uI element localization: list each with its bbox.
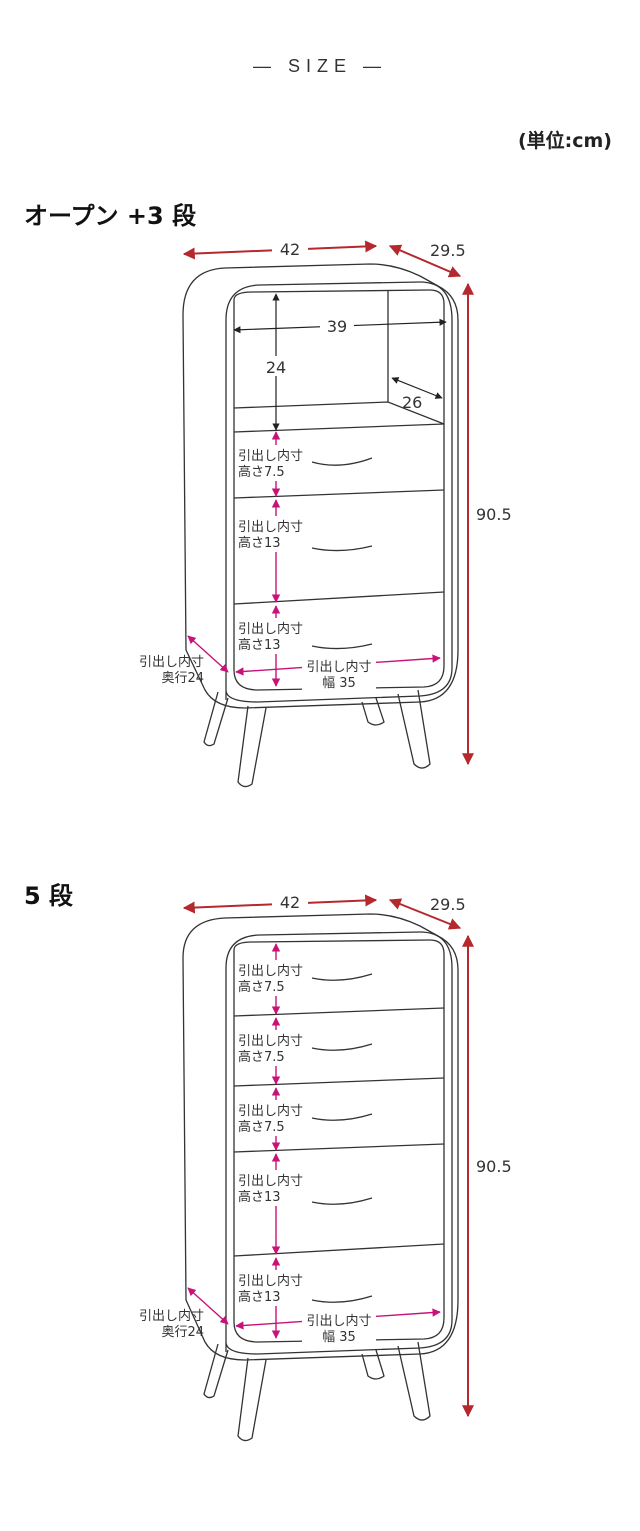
inner-depth-value-2: 奥行24 <box>161 1325 204 1340</box>
drawer-2-height: 高さ13 <box>238 535 281 551</box>
diagram-5dan: 42 29.5 90.5 引出し内寸 高さ7.5 引出し内寸 高さ7.5 引出し… <box>139 892 512 1442</box>
section-heading-open3: オープン +3 段 <box>24 202 197 230</box>
inner-depth-arrow <box>187 635 229 673</box>
drawer2-4-height: 高さ13 <box>238 1189 281 1205</box>
inner-width-label-2: 引出し内寸 <box>306 1313 371 1329</box>
open-depth-arrow <box>391 377 443 399</box>
drawer2-1-label: 引出し内寸 <box>238 963 303 979</box>
open-width-label: 39 <box>327 317 347 336</box>
open-depth-label: 26 <box>402 393 422 412</box>
cabinet-body <box>182 263 459 788</box>
height-label: 90.5 <box>476 505 512 524</box>
drawer2-5-height: 高さ13 <box>238 1289 281 1305</box>
drawer-3-label: 引出し内寸 <box>238 621 303 637</box>
depth-label-2: 29.5 <box>430 895 466 914</box>
depth-label: 29.5 <box>430 241 466 260</box>
drawer-1-height: 高さ7.5 <box>238 464 285 480</box>
inner-depth-label: 引出し内寸 <box>139 654 204 670</box>
diagram-open3: 42 29.5 90.5 39 24 26 引出し内寸 高さ7.5 引出し内寸 … <box>139 238 512 788</box>
inner-width-value-2: 幅 35 <box>322 1330 356 1345</box>
width-label-2: 42 <box>280 893 300 912</box>
size-title: — SIZE — <box>252 56 387 76</box>
section-heading-5dan: 5 段 <box>24 882 74 910</box>
height-label-2: 90.5 <box>476 1157 512 1176</box>
drawer2-2-label: 引出し内寸 <box>238 1033 303 1049</box>
inner-depth-label-2: 引出し内寸 <box>139 1308 204 1324</box>
drawer-2-label: 引出し内寸 <box>238 519 303 535</box>
unit-label: (単位:cm) <box>517 130 612 152</box>
drawer2-4-label: 引出し内寸 <box>238 1173 303 1189</box>
open-height-label: 24 <box>266 358 286 377</box>
drawer2-1-height: 高さ7.5 <box>238 979 285 995</box>
cabinet-body-2 <box>182 913 459 1442</box>
drawer2-3-height: 高さ7.5 <box>238 1119 285 1135</box>
inner-depth-value: 奥行24 <box>161 671 204 686</box>
inner-width-label: 引出し内寸 <box>306 659 371 675</box>
drawer-3-height: 高さ13 <box>238 637 281 653</box>
inner-width-value: 幅 35 <box>322 676 356 691</box>
width-label: 42 <box>280 240 300 259</box>
drawer-1-label: 引出し内寸 <box>238 448 303 464</box>
drawer2-3-label: 引出し内寸 <box>238 1103 303 1119</box>
drawer2-2-height: 高さ7.5 <box>238 1049 285 1065</box>
depth-arrow <box>388 244 462 278</box>
drawer2-5-label: 引出し内寸 <box>238 1273 303 1289</box>
